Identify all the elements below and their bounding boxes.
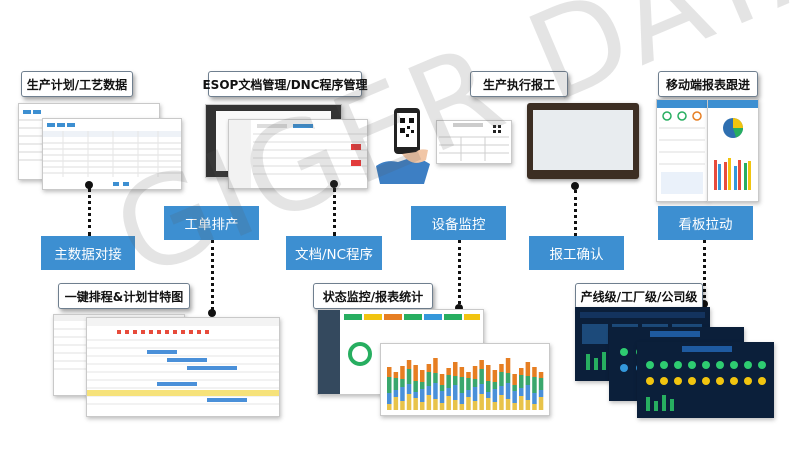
connector-line [574, 190, 577, 236]
connector-line [703, 240, 706, 304]
connector-dot [455, 304, 463, 312]
connector-dot [571, 182, 579, 190]
box-report-confirm: 报工确认 [529, 236, 624, 270]
report-terminal-screen [527, 103, 639, 179]
label-production-plan: 生产计划/工艺数据 [21, 71, 133, 97]
mobile-screenshot-1 [656, 99, 708, 202]
connector-line [211, 240, 214, 310]
connector-line [88, 188, 91, 236]
label-production-report: 生产执行报工 [470, 71, 568, 97]
label-gantt: 一键排程&计划甘特图 [58, 283, 190, 309]
production-plan-screenshot-front [42, 118, 182, 190]
label-status-monitor: 状态监控/报表统计 [313, 283, 433, 309]
connector-line [333, 188, 336, 236]
box-master-data: 主数据对接 [41, 236, 135, 270]
esop-screenshot-front [228, 119, 368, 189]
phone-scan-illustration [372, 104, 434, 186]
connector-dot [330, 180, 338, 188]
dashboard-screenshot-3 [637, 342, 774, 418]
connector-dot [85, 181, 93, 189]
gantt-screenshot-front [86, 317, 280, 417]
status-monitor-screenshot-front [380, 343, 550, 416]
connector-dot [700, 300, 708, 308]
label-level: 产线级/工厂级/公司级 [575, 283, 703, 309]
box-work-order: 工单排产 [164, 206, 259, 240]
label-esop-dnc: ESOP文档管理/DNC程序管理 [202, 71, 368, 97]
box-doc-nc: 文档/NC程序 [286, 236, 382, 270]
box-device-monitor: 设备监控 [411, 206, 506, 240]
connector-line [458, 240, 461, 310]
work-order-card [436, 120, 512, 164]
label-mobile-report: 移动端报表跟进 [658, 71, 758, 97]
connector-dot [208, 309, 216, 317]
mobile-screenshot-2 [707, 99, 759, 202]
box-kanban: 看板拉动 [658, 206, 753, 240]
